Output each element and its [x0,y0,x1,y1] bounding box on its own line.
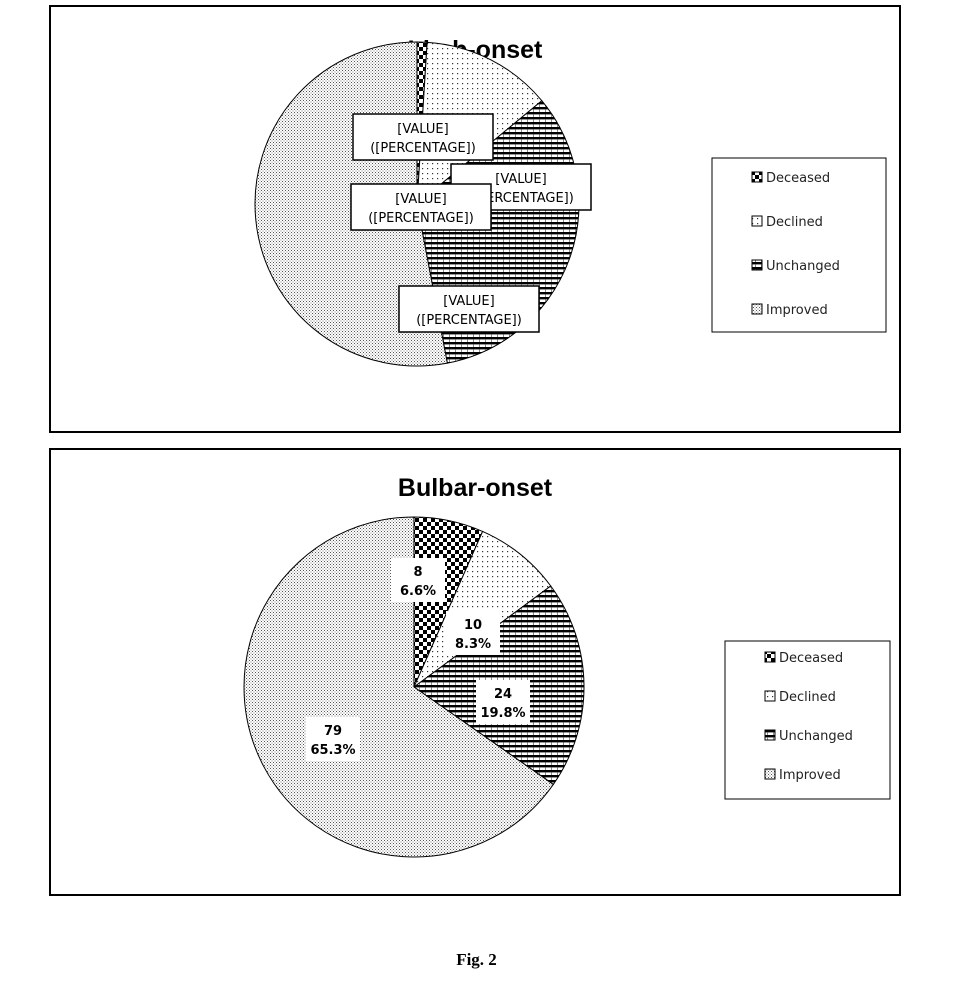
bulbar-onset-data-label-unchanged: 24 19.8% [476,680,530,724]
limb-onset-data-label-unchanged: [VALUE] ([PERCENTAGE]) [399,286,539,332]
bulbar-onset-legend-label-unchanged: Unchanged [779,729,853,744]
bulbar-onset-legend-label-declined: Declined [779,690,836,705]
bulbar-onset-data-label-improved-percentage: 65.3% [310,743,355,758]
limb-onset-legend-swatch-improved [752,304,762,314]
bulbar-onset-data-label-unchanged-percentage: 19.8% [480,706,525,721]
limb-onset-legend-label-deceased: Deceased [766,171,830,186]
limb-onset-data-label-unchanged-percentage: ([PERCENTAGE]) [416,313,522,328]
limb-onset-legend-swatch-declined [752,216,762,226]
limb-onset-data-label-extra: [VALUE] ([PERCENTAGE]) [353,114,493,160]
limb-onset-legend-swatch-unchanged [752,260,762,270]
bulbar-onset-data-label-improved: 79 65.3% [306,717,360,761]
bulbar-onset-data-label-declined: 10 8.3% [446,611,500,655]
figure-caption: Fig. 2 [0,950,953,970]
bulbar-onset-data-label-declined-percentage: 8.3% [455,637,491,652]
bulbar-onset-data-label-deceased-value: 8 [413,565,422,580]
bulbar-onset-data-label-deceased: 8 6.6% [391,558,445,602]
bulbar-onset-legend-swatch-unchanged [765,730,775,740]
limb-onset-data-label-unchanged-value: [VALUE] [443,294,494,309]
limb-onset-legend-swatch-deceased [752,172,762,182]
bulbar-onset-data-label-unchanged-value: 24 [494,687,512,702]
limb-onset-chart-panel: Limb-onset[VALUE]([PERCENTAGE])[VALUE]([… [49,5,901,433]
bulbar-onset-legend-label-deceased: Deceased [779,651,843,666]
bulbar-onset-legend-swatch-improved [765,769,775,779]
limb-onset-data-label-improved: [VALUE] ([PERCENTAGE]) [351,184,491,230]
limb-onset-data-label-declined-value: [VALUE] [495,172,546,187]
limb-onset-pie-svg: Limb-onset[VALUE]([PERCENTAGE])[VALUE]([… [51,7,899,431]
bulbar-onset-legend-label-improved: Improved [779,768,841,783]
bulbar-onset-chart-panel: Bulbar-onset 8 6.6% 10 8.3% 24 19.8% 79 65.3% Dec… [49,448,901,896]
bulbar-onset-data-label-deceased-percentage: 6.6% [400,584,436,599]
bulbar-onset-title: Bulbar-onset [398,474,553,502]
bulbar-onset-data-label-declined-value: 10 [464,618,482,633]
limb-onset-data-label-improved-percentage: ([PERCENTAGE]) [368,211,474,226]
bulbar-onset-data-label-improved-value: 79 [324,724,342,739]
limb-onset-legend-label-unchanged: Unchanged [766,259,840,274]
bulbar-onset-legend-swatch-deceased [765,652,775,662]
limb-onset-data-label-extra-percentage: ([PERCENTAGE]) [370,141,476,156]
limb-onset-legend-label-declined: Declined [766,215,823,230]
limb-onset-legend-label-improved: Improved [766,303,828,318]
bulbar-onset-legend-swatch-declined [765,691,775,701]
limb-onset-data-label-improved-value: [VALUE] [395,192,446,207]
bulbar-onset-pie-svg: Bulbar-onset 8 6.6% 10 8.3% 24 19.8% 79 65.3% Dec… [51,450,899,894]
limb-onset-data-label-extra-value: [VALUE] [397,122,448,137]
